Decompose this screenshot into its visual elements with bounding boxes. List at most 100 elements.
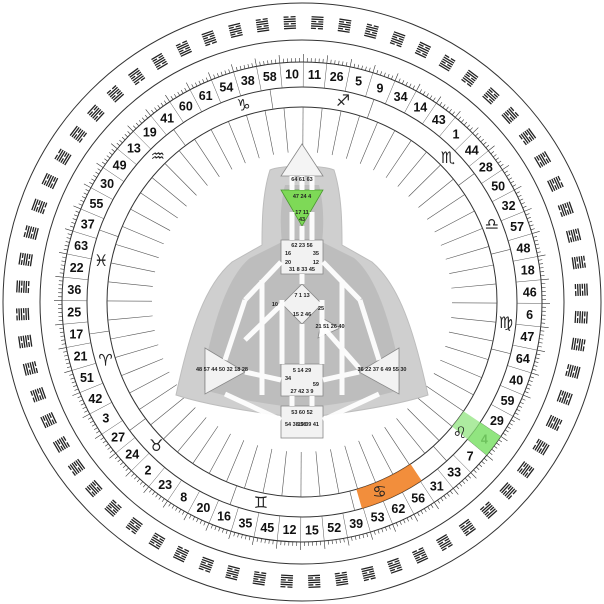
tick-mark — [202, 79, 205, 83]
hexagram-icon — [482, 87, 500, 105]
hexagram-icon — [461, 69, 479, 88]
tick-mark — [498, 439, 503, 443]
tick-mark — [109, 453, 116, 459]
hexagram-icon — [516, 461, 535, 479]
tick-mark — [65, 362, 70, 365]
hexagram-icon — [106, 85, 125, 103]
tick-mark — [354, 535, 357, 540]
tick-mark — [74, 214, 78, 217]
throat-gates-bottom: 31 8 33 45 — [289, 267, 315, 273]
tick-mark — [478, 463, 483, 468]
spoke-line — [396, 418, 426, 454]
spoke-line — [358, 440, 376, 483]
gate-number: 21 — [74, 350, 88, 364]
gate-number: 31 — [430, 479, 444, 493]
tick-mark — [525, 213, 530, 216]
hexagram-icon — [574, 310, 588, 324]
tick-mark — [540, 271, 545, 273]
hexagram-icon — [283, 16, 297, 30]
spoke-line — [228, 121, 246, 164]
gate-number: 62 — [391, 502, 405, 516]
tick-mark — [64, 245, 69, 247]
hexagram-icon — [125, 516, 143, 535]
tick-mark — [155, 493, 159, 498]
gate-number: 11 — [308, 68, 321, 82]
spoke-line — [107, 315, 153, 321]
tick-mark — [271, 59, 273, 64]
hexagram-icon — [52, 436, 70, 453]
sacral-gate-left: 34 — [285, 376, 292, 382]
tick-mark — [519, 198, 524, 201]
hexagram-icon — [198, 556, 215, 573]
spoke-line — [115, 344, 159, 358]
gate-number: 28 — [479, 161, 493, 175]
tick-mark — [67, 233, 72, 236]
gate-number: 25 — [67, 305, 81, 319]
tick-mark — [475, 133, 479, 137]
tick-mark — [64, 370, 73, 373]
tick-mark — [529, 376, 534, 379]
tick-mark — [143, 486, 149, 494]
hexagram-icon — [16, 307, 30, 321]
tick-mark — [430, 504, 434, 508]
tick-mark — [125, 467, 129, 471]
tick-mark — [530, 228, 535, 231]
spoke-line — [408, 164, 441, 197]
tick-mark — [235, 66, 238, 71]
tick-mark — [401, 80, 405, 85]
tick-mark — [70, 377, 75, 380]
tick-mark — [254, 58, 257, 67]
tick-mark — [73, 385, 78, 387]
tick-mark — [342, 61, 344, 66]
gate-number: 7 — [467, 450, 474, 464]
tick-mark — [529, 224, 534, 227]
hexagram-icon — [23, 225, 39, 240]
tick-mark — [82, 406, 87, 409]
gate-number: 19 — [143, 126, 157, 140]
spoke-line — [178, 150, 208, 186]
tick-mark — [451, 111, 455, 116]
tick-mark — [538, 263, 544, 265]
tick-mark — [210, 524, 213, 529]
tick-mark — [104, 158, 108, 162]
tick-mark — [109, 152, 113, 156]
hexagram-icon — [337, 18, 352, 33]
tick-mark — [429, 95, 433, 100]
gate-number: 53 — [371, 511, 385, 525]
tick-mark — [531, 231, 540, 234]
tick-mark — [93, 175, 97, 178]
tick-mark — [476, 466, 480, 470]
tick-mark — [222, 528, 224, 533]
gate-number: 17 — [69, 328, 83, 342]
tick-mark — [399, 521, 402, 525]
tick-mark — [102, 440, 107, 444]
tick-mark — [427, 506, 430, 511]
tick-mark — [72, 392, 80, 396]
hexagram-icon — [557, 201, 574, 218]
tick-mark — [152, 491, 156, 495]
tick-mark — [477, 135, 482, 140]
spoke-line — [226, 440, 245, 482]
tick-mark — [203, 521, 206, 526]
spoke-line — [164, 163, 197, 196]
gate-number: 56 — [411, 492, 425, 506]
sacral-gate-right: 59 — [313, 382, 319, 388]
hexagram-icon — [16, 280, 30, 294]
spoke-line — [110, 262, 156, 273]
tick-mark — [61, 260, 66, 262]
tick-mark — [528, 380, 533, 382]
hexagram-icon — [225, 565, 240, 581]
tick-mark — [144, 114, 148, 119]
tick-mark — [377, 529, 380, 534]
aries-icon: ♈ — [98, 350, 112, 369]
hexagram-icon — [175, 40, 192, 57]
tick-mark — [509, 422, 513, 426]
gate-number: 36 — [67, 283, 81, 297]
head-gates: 64 61 63 — [291, 177, 312, 183]
tick-mark — [506, 174, 511, 177]
tick-mark — [442, 104, 446, 108]
tick-mark — [493, 445, 498, 449]
sagittarius-icon: ♐ — [336, 91, 350, 110]
spoke-line — [140, 192, 178, 219]
